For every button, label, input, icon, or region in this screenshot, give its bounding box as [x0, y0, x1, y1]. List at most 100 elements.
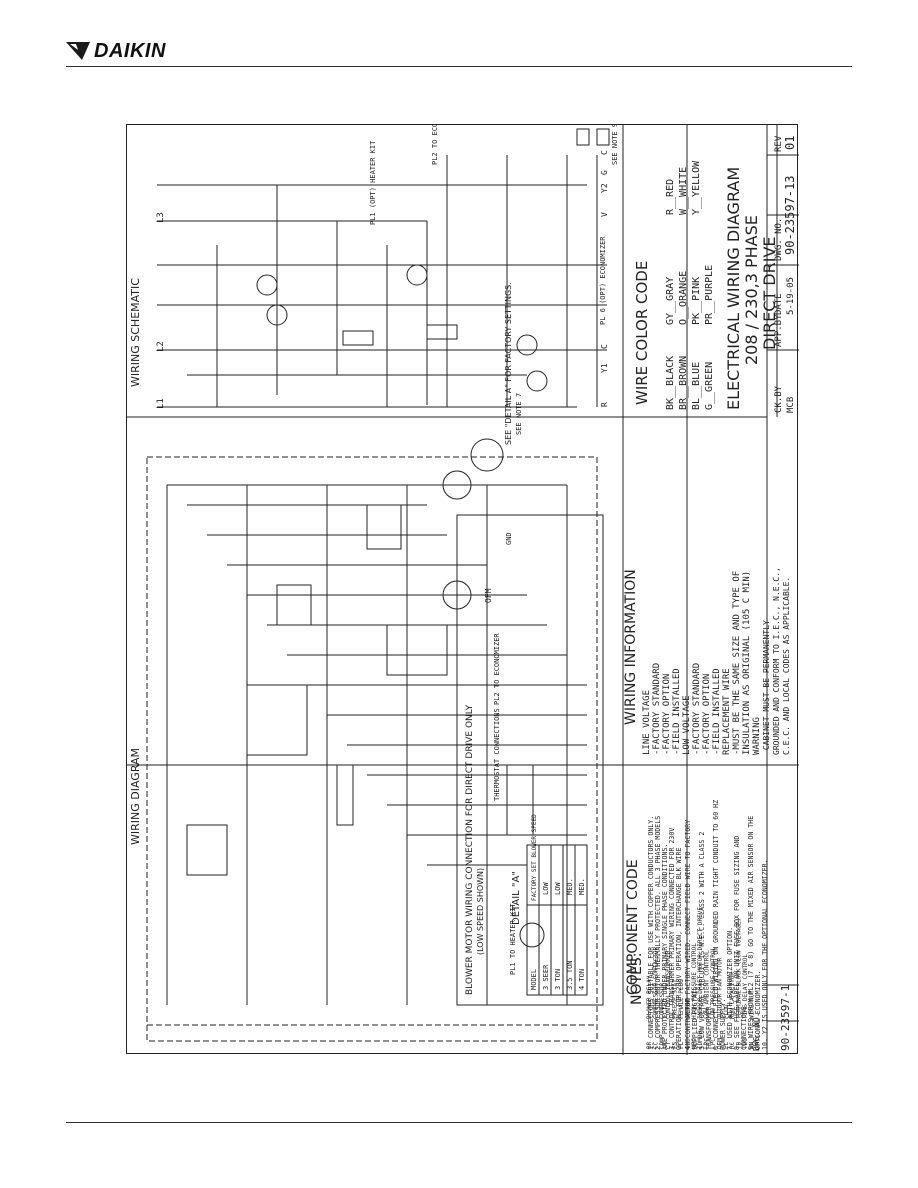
- component-code: PL: [723, 1041, 730, 1049]
- svg-text:REPLACEMENT WIRE: REPLACEMENT WIRE: [722, 668, 732, 755]
- component-code: GND: [684, 1038, 691, 1049]
- svg-text:C.E.C. AND LOCAL CODES AS APPL: C.E.C. AND LOCAL CODES AS APPLICABLE.: [782, 577, 791, 755]
- component-code: HPC: [691, 1038, 698, 1049]
- component-desc: CONTROL TRANSFORMER: [665, 950, 672, 1019]
- ck-by-value: MCB: [786, 397, 796, 413]
- note-item: 2. COMPRESSOR MOTOR THERMALLY PROTECTED.…: [654, 816, 662, 1050]
- note-item: ARE PROTECTED UNDER PRIMARY SINGLE PHASE…: [661, 844, 669, 1050]
- component-code: CC: [652, 1041, 659, 1049]
- wiring-info-lines: LINE VOLTAGE -FACTORY STANDARD -FACTORY …: [642, 567, 791, 755]
- wire-color-code-title: WIRE COLOR CODE: [633, 261, 651, 405]
- header-rule: [66, 66, 852, 67]
- component-code: LPC: [704, 1038, 711, 1049]
- notes-title: NOTES:: [629, 953, 645, 1006]
- component-desc: COMPRESSOR: [659, 982, 666, 1019]
- component-desc: OUTDOOR FAN MOTOR: [716, 957, 723, 1019]
- note-item: 3. CONTROL TRANSFORMER PRIMARY WIRING CO…: [668, 828, 676, 1050]
- svg-text:-FACTORY OPTION: -FACTORY OPTION: [702, 674, 712, 755]
- brand-name: DAIKIN: [94, 39, 166, 62]
- footer-rule: [66, 1122, 852, 1123]
- component-desc: FREEZE STAT: [672, 979, 679, 1019]
- daikin-delta-logo-icon: [66, 42, 90, 60]
- component-dwg-no-label: DWG. NO.: [752, 1012, 761, 1051]
- component-desc: TIME DELAY CONTROL: [742, 954, 749, 1019]
- component-desc: PLUG: [723, 1004, 730, 1019]
- dwg-no-label: DWG. NO.: [774, 218, 784, 261]
- electrical-title-line1: ELECTRICAL WIRING DIAGRAM: [724, 167, 743, 410]
- component-code: BR: [646, 1041, 653, 1049]
- wiring-info-title: WIRING INFORMATION: [623, 569, 639, 725]
- diagram-labels: WIRING DIAGRAM WIRING SCHEMATIC ELECTRIC…: [129, 135, 797, 1050]
- app-by-label: APP.BY: [774, 314, 784, 347]
- wiring-diagram-body: [147, 438, 597, 1026]
- svg-text:-FACTORY STANDARD: -FACTORY STANDARD: [692, 663, 702, 755]
- svg-text:PR__PURPLE: PR__PURPLE: [704, 265, 715, 325]
- brand-header: DAIKIN: [66, 40, 166, 62]
- svg-text:LOW VOLTAGE: LOW VOLTAGE: [682, 695, 692, 755]
- date-label: DATE: [774, 293, 784, 315]
- note-item: 10. Y2 IS USED ONLY FOR THE OPTIONAL ECO…: [761, 859, 769, 1050]
- note-item: POWER SUPPLY.: [719, 998, 727, 1050]
- component-code: IDMDD: [697, 1031, 704, 1049]
- component-desc: INDOOR DRAFT MOTOR DIRECT DRIVE: [697, 907, 704, 1019]
- component-dwg-no: 90-23597-13: [779, 985, 792, 1051]
- notes-list: 1. CONNECTORS SUITABLE FOR USE WITH COPP…: [647, 800, 769, 1050]
- note-item: 7. USED WITH ECONOMIZER OPTION.: [726, 927, 734, 1050]
- svg-text:GROUNDED AND CONFORM TO I.E.C.: GROUNDED AND CONFORM TO I.E.C., N.E.C.,: [772, 567, 781, 755]
- component-code-title: COMPONENT CODE: [625, 859, 641, 995]
- component-code: LPC: [710, 1038, 717, 1049]
- component-desc: RUN CAPACITOR: [729, 972, 736, 1019]
- component-desc: WIRE NUT: [748, 990, 755, 1019]
- component-dwg-no-block: 90-23597-13: [767, 985, 799, 1055]
- svg-text:O__ORANGE: O__ORANGE: [678, 271, 689, 325]
- component-desc: HIGH PRESSURE CONTROL: [691, 943, 698, 1019]
- svg-text:-FACTORY STANDARD: -FACTORY STANDARD: [652, 663, 662, 755]
- svg-text:BR__BROWN: BR__BROWN: [678, 356, 689, 410]
- component-desc: COMPRESSOR CONTACTOR: [652, 946, 659, 1019]
- svg-text:PK__PINK: PK__PINK: [691, 277, 702, 325]
- note-item: 8. SEE FUSE LABEL ON UNIT FUSE BOX FOR F…: [733, 836, 741, 1050]
- svg-text:-CABINET MUST BE PERMANENTLY: -CABINET MUST BE PERMANENTLY: [762, 620, 771, 755]
- wiring-schematic-title: WIRING SCHEMATIC: [129, 278, 142, 387]
- component-code: RC: [729, 1041, 736, 1049]
- svg-text:-FIELD INSTALLED: -FIELD INSTALLED: [712, 668, 722, 755]
- note-item: 5. LOW VOLTAGE CIRCUIT IS N.E.C. CLASS 2…: [698, 832, 706, 1050]
- component-code: WN: [748, 1041, 755, 1049]
- note-item: OPERATION. FOR 208V OPERATION, INTERCHAN…: [675, 848, 683, 1050]
- svg-text:BL__BLUE: BL__BLUE: [691, 362, 702, 410]
- date-value: 5-19-05: [786, 277, 796, 315]
- svg-text:-MUST BE THE SAME SIZE AND TYP: -MUST BE THE SAME SIZE AND TYPE OF: [732, 571, 742, 755]
- rev-label: REV: [774, 135, 784, 152]
- component-code: COMP: [659, 1034, 666, 1049]
- svg-text:-FIELD INSTALLED: -FIELD INSTALLED: [672, 668, 682, 755]
- svg-text:Y__YELLOW: Y__YELLOW: [691, 160, 702, 215]
- note-item: 1. CONNECTORS SUITABLE FOR USE WITH COPP…: [647, 816, 655, 1050]
- wire-color-col3: R__RED W__WHITE Y__YELLOW: [665, 160, 702, 215]
- electrical-title-line3: DIRECT DRIVE: [760, 236, 779, 350]
- svg-text:GY__GRAY: GY__GRAY: [665, 277, 676, 325]
- note-item: 4. CONTRACTOR FACTORY WIRED. CONNECT FIE…: [684, 820, 692, 1050]
- component-desc: FEMALE PLUG: [678, 979, 685, 1019]
- component-code: TDC: [742, 1038, 749, 1049]
- svg-text:-FACTORY OPTION: -FACTORY OPTION: [662, 674, 672, 755]
- dwg-no-value: 90-23597-13: [783, 176, 797, 255]
- svg-text:LINE VOLTAGE: LINE VOLTAGE: [642, 690, 652, 755]
- ck-by-label: CK.BY: [774, 385, 784, 413]
- svg-text:R__RED: R__RED: [665, 179, 676, 215]
- note-item: 6. CONNECT FIELD WIRING ON GROUNDED RAIN…: [712, 800, 720, 1050]
- note-item: CONNECTIONS.: [740, 1002, 748, 1050]
- component-code: FL: [678, 1041, 685, 1049]
- component-desc: TERMINAL BLOCK (LOW VOLTAGE): [736, 918, 743, 1019]
- rev-value: 01: [783, 136, 797, 150]
- component-code: TB: [736, 1041, 743, 1049]
- wiring-diagram-sheet: WIRING DIAGRAM WIRING SCHEMATIC ELECTRIC…: [126, 124, 799, 1055]
- component-code: FS: [672, 1041, 679, 1049]
- wire-color-col2: GY__GRAY O__ORANGE PK__PINK PR__PURPLE: [665, 265, 715, 325]
- svg-text:INSULATION AS ORIGINAL (105 C: INSULATION AS ORIGINAL (105 C MIN): [742, 571, 752, 755]
- component-desc: GROUND: [684, 997, 691, 1019]
- wiring-diagram-title: WIRING DIAGRAM: [129, 748, 142, 845]
- note-item: 9. WIRES FROM PL2 (7 & 8) GO TO THE MIXE…: [747, 816, 755, 1050]
